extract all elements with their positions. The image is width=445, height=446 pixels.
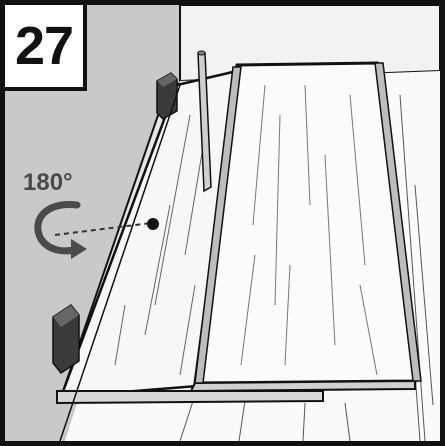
step-number-badge: 27 bbox=[5, 5, 87, 91]
pivot-point bbox=[147, 218, 159, 230]
left-wall bbox=[5, 5, 180, 441]
spacer-block-icon bbox=[156, 72, 178, 120]
plank-right-edge bbox=[374, 62, 422, 382]
wall-floor-line bbox=[59, 84, 181, 441]
rotation-axis bbox=[54, 222, 152, 236]
plank-bottom-grain bbox=[114, 114, 206, 376]
plank-top-edge bbox=[189, 379, 416, 393]
rotation-angle-label: 180° bbox=[23, 169, 73, 196]
plank-left-edge bbox=[194, 66, 242, 384]
spacer-block-icon bbox=[52, 303, 80, 375]
step-number: 27 bbox=[14, 16, 74, 76]
rotate-arrow-icon bbox=[34, 201, 87, 259]
pencil-tip bbox=[197, 50, 206, 56]
floor-rail bbox=[56, 390, 324, 405]
plank-top-grain bbox=[240, 84, 378, 376]
flooring-installation-illustration bbox=[5, 5, 440, 441]
